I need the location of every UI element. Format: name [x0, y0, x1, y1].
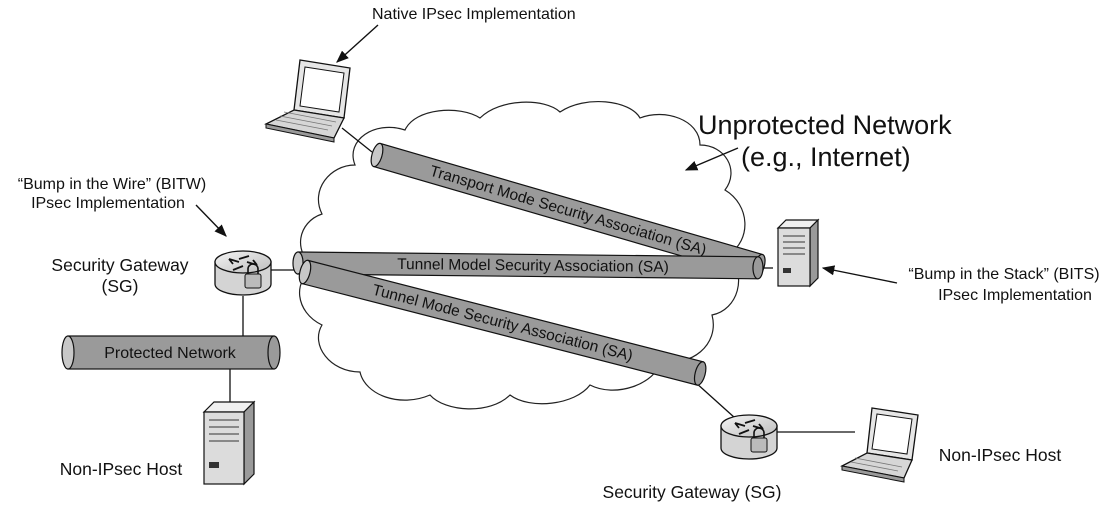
sg-bottom-label: Security Gateway (SG)	[603, 482, 782, 502]
tunnel-model-tunnel: Tunnel Model Security Association (SA)	[292, 251, 764, 280]
server-icon	[776, 218, 820, 288]
bits-label: “Bump in the Stack” (BITS)	[908, 266, 1099, 283]
router-lock-icon	[720, 414, 778, 460]
sg-left-sublabel: (SG)	[102, 276, 139, 296]
non-ipsec-host-right-label: Non-IPsec Host	[939, 445, 1062, 465]
link-tunnel-to-sg-bottom	[694, 381, 736, 419]
unprotected-network-subtitle: (e.g., Internet)	[741, 142, 911, 172]
link-laptop-to-tunnel	[341, 127, 373, 153]
native-ipsec-arrow	[336, 24, 379, 63]
tunnel-model-label: Tunnel Model Security Association (SA)	[397, 256, 669, 276]
protected-network-label: Protected Network	[104, 345, 237, 362]
bitw-arrow	[195, 204, 227, 237]
laptop-icon	[264, 59, 351, 143]
router-lock-icon	[214, 250, 272, 296]
bits-arrow	[821, 265, 898, 284]
bits-sublabel: IPsec Implementation	[938, 287, 1092, 304]
sg-left-label: Security Gateway	[51, 255, 188, 275]
bitw-label: “Bump in the Wire” (BITW)	[18, 176, 206, 193]
server-icon	[202, 400, 256, 486]
protected-network-pipe: Protected Network	[61, 335, 281, 370]
native-ipsec-label: Native IPsec Implementation	[372, 6, 576, 23]
laptop-icon	[840, 407, 919, 483]
non-ipsec-host-left-label: Non-IPsec Host	[60, 459, 183, 479]
unprotected-arrow	[684, 147, 739, 171]
bitw-sublabel: IPsec Implementation	[31, 195, 185, 212]
unprotected-network-title: Unprotected Network	[698, 110, 952, 140]
